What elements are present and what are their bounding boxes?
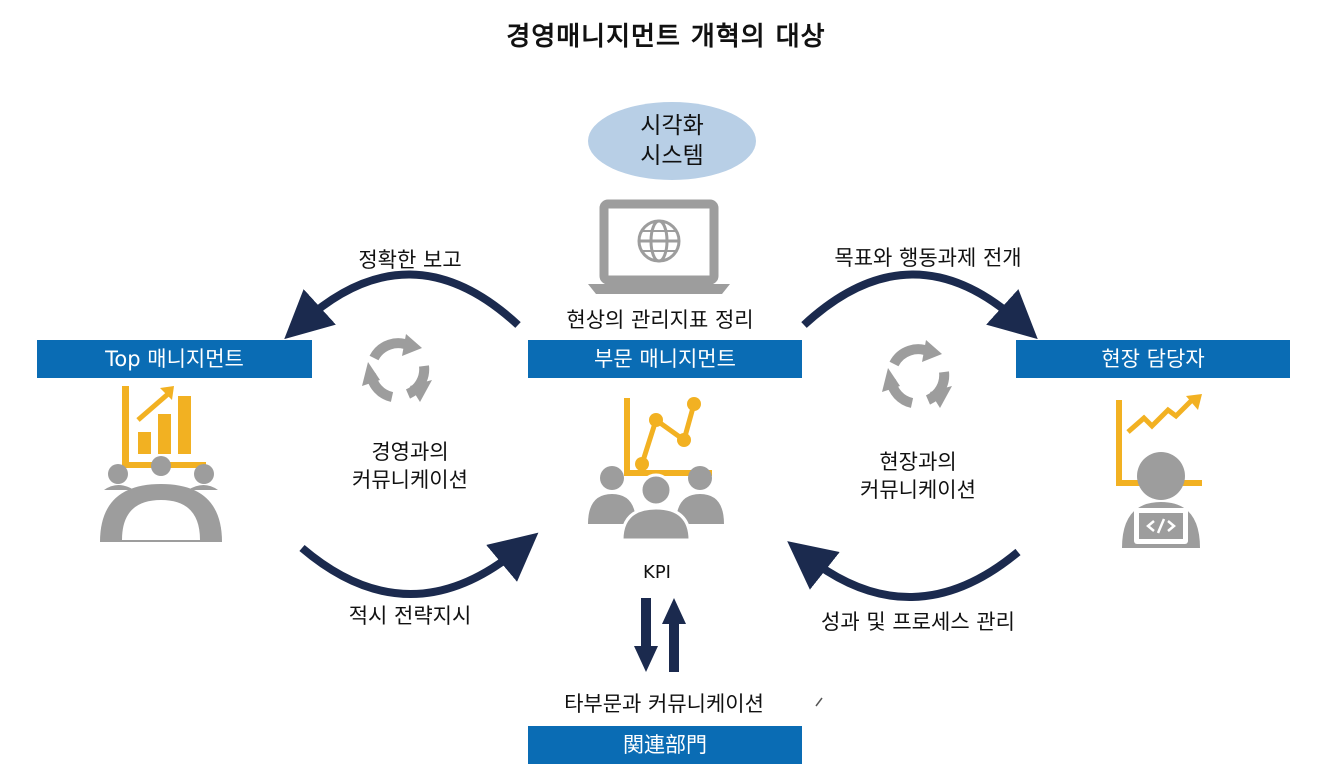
visualization-system-ellipse: 시각화 시스템 bbox=[588, 102, 756, 180]
related-depts-box: 関連部門 bbox=[528, 726, 802, 764]
field-comm-label: 현장과의 커뮤니케이션 bbox=[838, 448, 998, 504]
visualization-system-line1: 시각화 bbox=[640, 113, 704, 139]
goals-actions-label: 목표와 행동과제 전개 bbox=[834, 246, 1022, 270]
kpi-label: KPI bbox=[643, 562, 671, 583]
kpi-organize-label: 현상의 관리지표 정리 bbox=[566, 308, 754, 332]
dept-management-box: 부문 매니지먼트 bbox=[528, 340, 802, 378]
developer-chart-icon bbox=[1116, 394, 1202, 548]
timely-strategy-label: 적시 전략지시 bbox=[348, 604, 472, 628]
other-dept-comm-label: 타부문과 커뮤니케이션 bbox=[564, 692, 764, 716]
performance-process-label: 성과 및 프로세스 관리 bbox=[821, 610, 1015, 634]
updown-arrows-icon bbox=[634, 598, 686, 672]
mgmt-comm-label: 경영과의 커뮤니케이션 bbox=[330, 438, 490, 494]
small-mark bbox=[815, 697, 823, 707]
arrow-accurate-report bbox=[284, 270, 521, 340]
mgmt-comm-line2: 커뮤니케이션 bbox=[352, 468, 468, 492]
cycle-icon-right bbox=[882, 340, 952, 408]
field-comm-line2: 커뮤니케이션 bbox=[860, 478, 976, 502]
arrow-performance-process bbox=[787, 541, 1021, 601]
arrow-goals-actions bbox=[801, 270, 1038, 340]
arrow-timely-strategy bbox=[299, 532, 539, 598]
visualization-system-line2: 시스템 bbox=[640, 143, 704, 169]
team-kpi-chart-icon bbox=[588, 397, 724, 542]
cycle-icon-left bbox=[362, 334, 432, 402]
diagram-title: 경영매니지먼트 개혁의 대상 bbox=[506, 22, 826, 52]
field-staff-box: 현장 담당자 bbox=[1016, 340, 1290, 378]
field-comm-line1: 현장과의 bbox=[879, 450, 957, 474]
meeting-chart-icon bbox=[100, 386, 222, 542]
top-management-box: Top 매니지먼트 bbox=[37, 340, 312, 378]
accurate-report-label: 정확한 보고 bbox=[358, 248, 462, 272]
mgmt-comm-line1: 경영과의 bbox=[371, 440, 449, 464]
laptop-globe-icon bbox=[588, 199, 730, 294]
